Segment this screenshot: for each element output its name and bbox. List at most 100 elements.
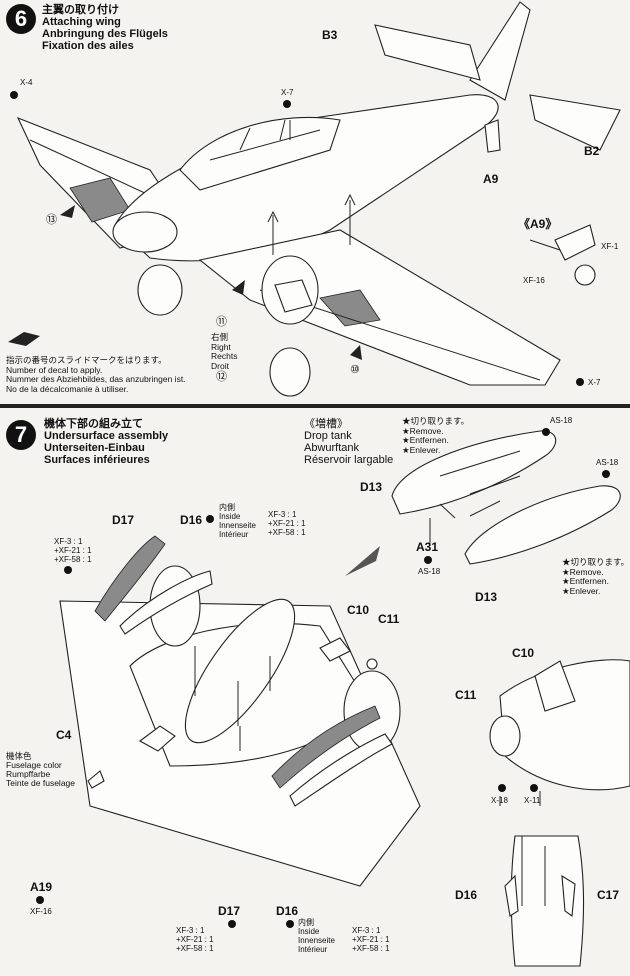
part-d16-detail-label: D16 (455, 888, 478, 902)
paint-dot-icon (286, 920, 294, 928)
paint-dot-icon (206, 515, 214, 523)
mix-b: XF-3 : 1 +XF-21 : 1 +XF-58 : 1 (268, 510, 306, 537)
inside-fr: Intérieur (298, 945, 328, 954)
mix-a-line: +XF-21 : 1 (54, 546, 92, 555)
step-6-badge: 6 (6, 4, 36, 34)
mix-a-line: +XF-58 : 1 (54, 555, 92, 564)
inside-note-b: 内側 Inside Innenseite Intérieur (298, 918, 335, 954)
inside-jp: 内側 (298, 918, 314, 927)
step-6-aircraft-drawing (8, 1, 621, 397)
inside-note-a: 内側 Inside Innenseite Intérieur (219, 503, 256, 539)
part-b2-label: B2 (584, 144, 600, 158)
paint-x7-right-label: X-7 (588, 378, 601, 387)
paint-x7-top-label: X-7 (281, 88, 294, 97)
remove-en-2: ★Remove. (562, 566, 604, 577)
paint-dot-icon (576, 378, 584, 386)
fuselage-color-note: 機体色 Fuselage color Rumpffarbe Teinte de … (6, 752, 75, 788)
paint-as18-a-label: AS-18 (550, 416, 573, 425)
part-a9-label: A9 (483, 172, 499, 186)
remove-note-top: ★切り取ります。 ★Remove. ★Entfernen. ★Enlever. (402, 416, 470, 455)
part-d16-b-label: D16 (276, 904, 299, 918)
step-6-title-jp: 主翼の取り付け (42, 4, 119, 16)
mix-c-line: +XF-21 : 1 (176, 935, 214, 944)
mix-d-line: XF-3 : 1 (352, 926, 381, 935)
step-7-underside-drawing (59, 430, 630, 967)
remove-de: ★Entfernen. (402, 435, 449, 445)
step-6-title-en: Attaching wing (42, 16, 121, 28)
decal-instruction-note: 指示の番号のスライドマークをはります。 Number of decal to a… (6, 355, 186, 394)
mix-a: XF-3 : 1 +XF-21 : 1 +XF-58 : 1 (54, 537, 92, 564)
paint-dot-icon (498, 784, 506, 792)
part-d16-a-label: D16 (180, 513, 203, 527)
paint-dot-icon (64, 566, 72, 574)
part-c11-b-label: C11 (455, 688, 477, 702)
drop-tank-jp: 《増槽》 (304, 418, 348, 430)
step-7-title-en: Undersurface assembly (44, 430, 169, 442)
paint-dot-icon (36, 896, 44, 904)
step-6-title-de: Anbringung des Flügels (42, 28, 168, 40)
mix-d: XF-3 : 1 +XF-21 : 1 +XF-58 : 1 (352, 926, 390, 953)
step-6-title-fr: Fixation des ailes (42, 40, 134, 52)
part-c4-label: C4 (56, 728, 72, 742)
part-d17-b-label: D17 (218, 904, 241, 918)
decal-note-de: Nummer des Abziehbildes, das anzubringen… (6, 374, 186, 384)
part-c17-label: C17 (597, 888, 620, 902)
mix-b-line: +XF-58 : 1 (268, 528, 306, 537)
decal-note-en: Number of decal to apply. (6, 364, 103, 375)
part-a31-label: A31 (416, 540, 439, 554)
remove-jp: ★切り取ります。 (402, 416, 470, 426)
paint-dot-icon (283, 100, 291, 108)
drop-tank-de: Abwurftank (304, 442, 360, 454)
paint-xf16-label-7: XF-16 (30, 907, 52, 916)
remove-fr-2: ★Enlever. (562, 585, 601, 596)
paint-dot-icon (228, 920, 236, 928)
paint-dot-icon (10, 91, 18, 99)
mix-d-line: +XF-58 : 1 (352, 944, 390, 953)
part-b3-label: B3 (322, 28, 338, 42)
remove-fr: ★Enlever. (402, 444, 441, 455)
step-7-title: 機体下部の組み立て Undersurface assembly Untersei… (44, 418, 168, 466)
step-6-title: 主翼の取り付け Attaching wing Anbringung des Fl… (42, 4, 168, 52)
right-de: Rechts (211, 351, 238, 361)
decal-note-jp: 指示の番号のスライドマークをはります。 (6, 355, 167, 365)
inside-fr: Intérieur (219, 530, 249, 539)
color-fr: Teinte de fuselage (6, 778, 75, 788)
decal-13-label: ⑬ (46, 214, 57, 226)
remove-jp-2: ★切り取ります。 (562, 557, 630, 567)
decal-right-note: 右側 Right Rechts Droit (211, 332, 238, 371)
right-en: Right (211, 341, 231, 352)
remove-de-2: ★Entfernen. (562, 576, 609, 586)
step-7-badge: 7 (6, 420, 36, 450)
mix-c-line: XF-3 : 1 (176, 926, 205, 935)
paint-x18-label: X-18 (491, 796, 508, 805)
paint-as18-b-label: AS-18 (596, 458, 619, 467)
remove-note-bottom: ★切り取ります。 ★Remove. ★Entfernen. ★Enlever. (562, 557, 630, 596)
paint-dot-icon (424, 556, 432, 564)
step-divider (0, 404, 630, 408)
decal-11-label: ⑪ (216, 316, 227, 328)
drop-tank-fr: Réservoir largable (304, 454, 394, 466)
part-c11-a-label: C11 (378, 612, 400, 626)
color-en: Fuselage color (6, 760, 62, 770)
paint-x4-label: X-4 (20, 78, 33, 87)
drop-tank-en: Drop tank (304, 430, 352, 442)
part-a19-label: A19 (30, 880, 53, 894)
mix-b-line: XF-3 : 1 (268, 510, 297, 519)
inside-de: Innenseite (298, 936, 335, 945)
paint-dot-icon (602, 470, 610, 478)
mix-a-line: XF-3 : 1 (54, 537, 83, 546)
paint-dot-icon (530, 784, 538, 792)
paint-dot-icon (542, 428, 550, 436)
decal-12-label: ⑫ (216, 371, 227, 383)
part-d13-a-label: D13 (360, 480, 383, 494)
inside-en: Inside (298, 927, 320, 936)
part-a9-detail-label: 《A9》 (518, 217, 558, 231)
part-c10-b-label: C10 (512, 646, 535, 660)
mix-b-line: +XF-21 : 1 (268, 519, 306, 528)
inside-en: Inside (219, 512, 241, 521)
mix-d-line: +XF-21 : 1 (352, 935, 390, 944)
decal-note-fr: No de la décalcomanie à utiliser. (6, 383, 129, 394)
step-7-title-fr: Surfaces inférieures (44, 454, 150, 466)
inside-de: Innenseite (219, 521, 256, 530)
color-jp: 機体色 (6, 751, 32, 761)
